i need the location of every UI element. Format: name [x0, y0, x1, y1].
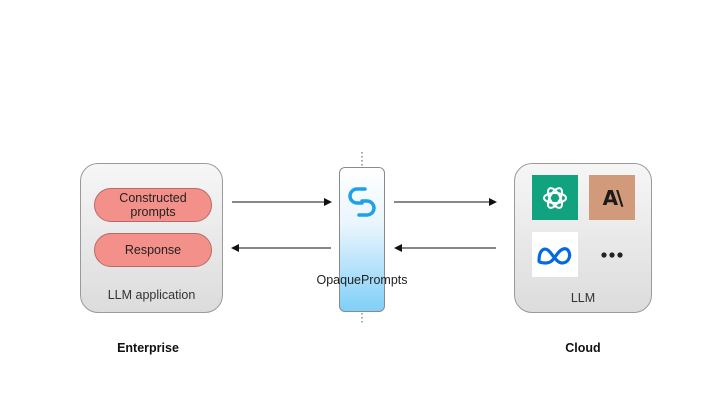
- cloud-llm-panel: A\ LLM: [514, 163, 652, 313]
- response-pill: Response: [94, 233, 212, 267]
- llm-application-label: LLM application: [107, 288, 196, 302]
- response-label: Response: [124, 243, 182, 257]
- constructed-prompts-pill: Constructed prompts: [94, 188, 212, 222]
- constructed-prompts-label: Constructed prompts: [119, 191, 187, 219]
- enterprise-llm-application-panel: Constructed prompts Response LLM applica…: [80, 163, 223, 313]
- link-chain-icon: [348, 187, 376, 217]
- anthropic-logo-icon: A\: [589, 175, 635, 220]
- opaqueprompts-label: OpaquePrompts: [316, 273, 408, 287]
- opaqueprompts-column: [339, 167, 385, 312]
- llm-label: LLM: [570, 291, 596, 305]
- cloud-heading: Cloud: [565, 341, 601, 355]
- openai-logo-icon: [532, 175, 578, 220]
- anthropic-logo-text: A\: [602, 185, 624, 210]
- meta-logo-icon: [532, 232, 578, 277]
- enterprise-heading: Enterprise: [117, 341, 179, 355]
- more-dots-icon: [589, 232, 635, 277]
